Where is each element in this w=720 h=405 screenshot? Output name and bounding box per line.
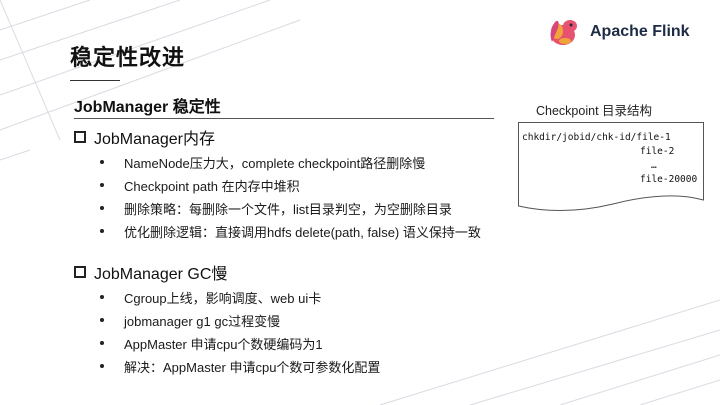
- checkpoint-file-line: file-20000: [640, 174, 698, 185]
- checkbox-square-icon: [74, 266, 86, 278]
- apache-flink-logo: Apache Flink: [546, 14, 711, 50]
- section-subtitle: JobManager 稳定性: [74, 99, 221, 116]
- checkpoint-path-line: chkdir/jobid/chk-id/file-1: [522, 132, 671, 143]
- bullet-dot-icon: [100, 318, 104, 322]
- list-item: 删除策略：每删除一个文件，list目录判空，为空删除目录: [100, 198, 452, 218]
- title-underline: [70, 80, 120, 81]
- list-item: 优化删除逻辑：直接调用hdfs delete(path, false) 语义保持…: [100, 221, 481, 241]
- list-item: Cgroup上线，影响调度、web ui卡: [100, 287, 321, 307]
- list-item: 解决：AppMaster 申请cpu个数可参数化配置: [100, 356, 380, 376]
- page-title: 稳定性改进: [70, 45, 186, 70]
- list-item: AppMaster 申请cpu个数硬编码为1: [100, 333, 323, 353]
- flink-squirrel-icon: [550, 20, 577, 45]
- subtitle-underline: [74, 118, 494, 119]
- bullet-dot-icon: [100, 364, 104, 368]
- list-item: jobmanager g1 gc过程变慢: [100, 310, 280, 330]
- bullet-dot-icon: [100, 341, 104, 345]
- list-item: NameNode压力大，complete checkpoint路径删除慢: [100, 152, 425, 172]
- checkpoint-structure-title: Checkpoint 目录结构: [536, 104, 653, 118]
- checkpoint-structure-box: chkdir/jobid/chk-id/file-1 file-2 … file…: [518, 122, 704, 214]
- bullet-dot-icon: [100, 229, 104, 233]
- document-frame: [518, 122, 704, 211]
- bullet-dot-icon: [100, 295, 104, 299]
- checkpoint-file-line: file-2: [640, 146, 675, 157]
- checkbox-square-icon: [74, 131, 86, 143]
- bullet-dot-icon: [100, 206, 104, 210]
- bullet-dot-icon: [100, 160, 104, 164]
- section-jobmanager-memory: JobManager内存 NameNode压力大，complete checkp…: [74, 124, 481, 240]
- logo-text: Apache Flink: [590, 23, 690, 40]
- section-jobmanager-gc: JobManager GC慢 Cgroup上线，影响调度、web ui卡 job…: [74, 259, 380, 375]
- section-heading: JobManager内存: [94, 131, 215, 148]
- list-item: Checkpoint path 在内存中堆积: [100, 175, 300, 195]
- checkpoint-ellipsis-line: …: [651, 160, 657, 171]
- section-heading: JobManager GC慢: [94, 266, 228, 283]
- bullet-dot-icon: [100, 183, 104, 187]
